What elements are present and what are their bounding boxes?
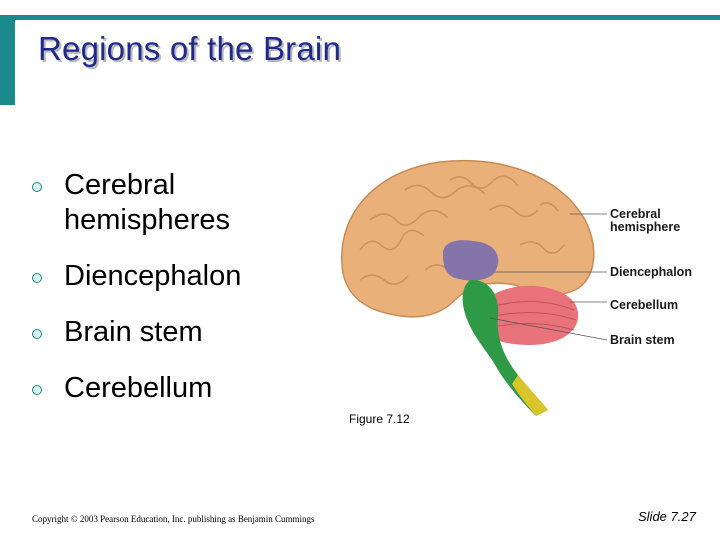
bullet-text: Cerebral hemispheres [64, 169, 230, 236]
bullet-text: Diencephalon [64, 260, 241, 292]
brain-figure: Cerebral hemisphere Diencephalon Cerebel… [330, 150, 720, 425]
top-accent-rule [0, 15, 720, 20]
bullet-item: Brain stem [30, 315, 330, 350]
brain-illustration [330, 150, 720, 425]
label-cerebral-hemisphere: Cerebral hemisphere [610, 208, 680, 234]
bullet-dot-icon [32, 273, 42, 283]
bullet-text: Brain stem [64, 316, 203, 348]
bullet-dot-icon [32, 385, 42, 395]
copyright-notice: Copyright © 2003 Pearson Education, Inc.… [32, 514, 315, 524]
side-accent-bar [0, 15, 15, 105]
figure-caption: Figure 7.12 [349, 412, 410, 426]
diencephalon-region [443, 240, 498, 280]
bullet-item: Cerebral hemispheres [30, 168, 330, 238]
slide-title: Regions of the Brain [38, 30, 341, 68]
bullet-item: Diencephalon [30, 259, 330, 294]
label-line: hemisphere [610, 221, 680, 234]
bullet-dot-icon [32, 329, 42, 339]
label-cerebellum: Cerebellum [610, 299, 678, 312]
bullet-dot-icon [32, 182, 42, 192]
label-diencephalon: Diencephalon [610, 266, 692, 279]
bullet-list: Cerebral hemispheres Diencephalon Brain … [30, 168, 330, 427]
bullet-text: Cerebellum [64, 372, 212, 404]
slide-number: Slide 7.27 [638, 509, 696, 524]
label-brain-stem: Brain stem [610, 334, 675, 347]
bullet-item: Cerebellum [30, 371, 330, 406]
